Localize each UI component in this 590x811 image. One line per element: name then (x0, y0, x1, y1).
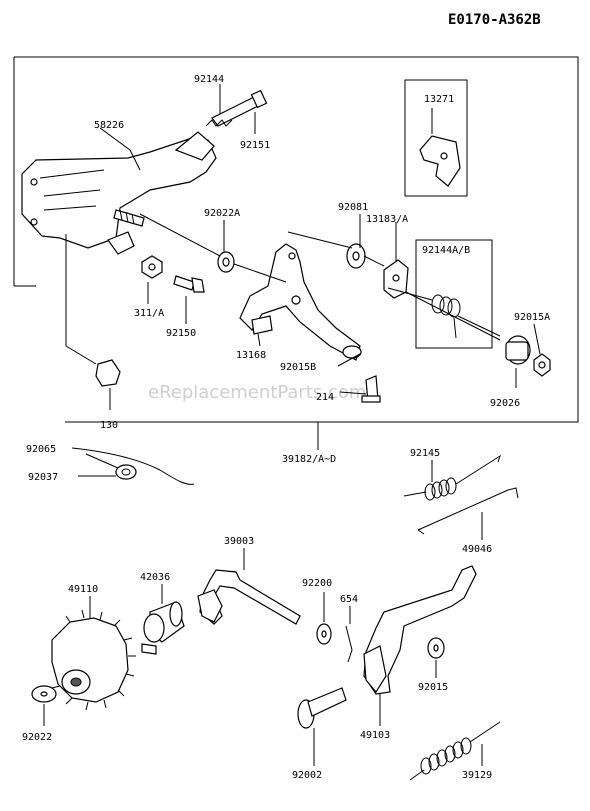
label-92037: 92037 (28, 472, 58, 483)
label-39182: 39182/A~D (282, 454, 336, 465)
label-92144ab: 92144A/B (422, 245, 470, 256)
pin-654 (345, 625, 353, 663)
assembly-outline (13, 56, 579, 423)
nut-92015a (533, 353, 551, 377)
label-13168: 13168 (236, 350, 266, 361)
label-92015b: 92015B (280, 362, 316, 373)
label-92200: 92200 (302, 578, 332, 589)
label-92002: 92002 (292, 770, 322, 781)
spool-42036 (141, 601, 185, 655)
label-92022: 92022 (22, 732, 52, 743)
spring-39129 (409, 721, 501, 781)
bolt-130 (95, 359, 121, 387)
bracket-58226 (21, 131, 217, 255)
stud-screw (113, 209, 145, 227)
label-49110: 49110 (68, 584, 98, 595)
label-92145: 92145 (410, 448, 440, 459)
label-13271: 13271 (424, 94, 454, 105)
label-42036: 42036 (140, 572, 170, 583)
cable-92065 (71, 447, 195, 485)
lever-39003 (197, 569, 301, 625)
label-92150: 92150 (166, 328, 196, 339)
collar-92026 (505, 335, 531, 365)
washer-92015 (427, 637, 445, 659)
label-214: 214 (316, 392, 334, 403)
rod-49046 (417, 487, 519, 535)
arm-49103 (363, 565, 477, 695)
clamp-92037 (115, 464, 137, 480)
label-49046: 49046 (462, 544, 492, 555)
label-130: 130 (100, 420, 118, 431)
label-92151: 92151 (240, 140, 270, 151)
label-92081: 92081 (338, 202, 368, 213)
label-13183a: 13183/A (366, 214, 408, 225)
label-39003: 39003 (224, 536, 254, 547)
washer-92200 (316, 623, 332, 645)
label-92022a: 92022A (204, 208, 240, 219)
spring-92145 (403, 454, 501, 501)
lever-13168 (239, 243, 362, 361)
bolt-92002 (297, 687, 347, 729)
box-92144ab (415, 239, 493, 349)
screw-92151 (211, 89, 268, 127)
spring-92144ab (387, 287, 501, 339)
label-92026: 92026 (490, 398, 520, 409)
watermark: eReplacementParts.com (148, 382, 366, 403)
label-92065: 92065 (26, 444, 56, 455)
gear-49110 (51, 609, 136, 711)
assembly-centerlines (139, 213, 501, 341)
bolt-92150 (173, 275, 205, 293)
label-92015: 92015 (418, 682, 448, 693)
label-49103: 49103 (360, 730, 390, 741)
part-13271 (419, 135, 461, 187)
washer-92022 (31, 685, 57, 703)
label-92015a: 92015A (514, 312, 550, 323)
leader-130-path (65, 234, 97, 365)
spring-92144 (205, 119, 233, 127)
label-92144: 92144 (194, 74, 224, 85)
label-39129: 39129 (462, 770, 492, 781)
box-13271 (404, 79, 468, 197)
label-311a: 311/A (134, 308, 164, 319)
leader-lines-upper (99, 84, 541, 410)
diagram-code: E0170-A362B (448, 12, 541, 28)
nut-311a (141, 255, 163, 279)
label-654: 654 (340, 594, 358, 605)
label-58226: 58226 (94, 120, 124, 131)
screw-214 (361, 375, 381, 403)
